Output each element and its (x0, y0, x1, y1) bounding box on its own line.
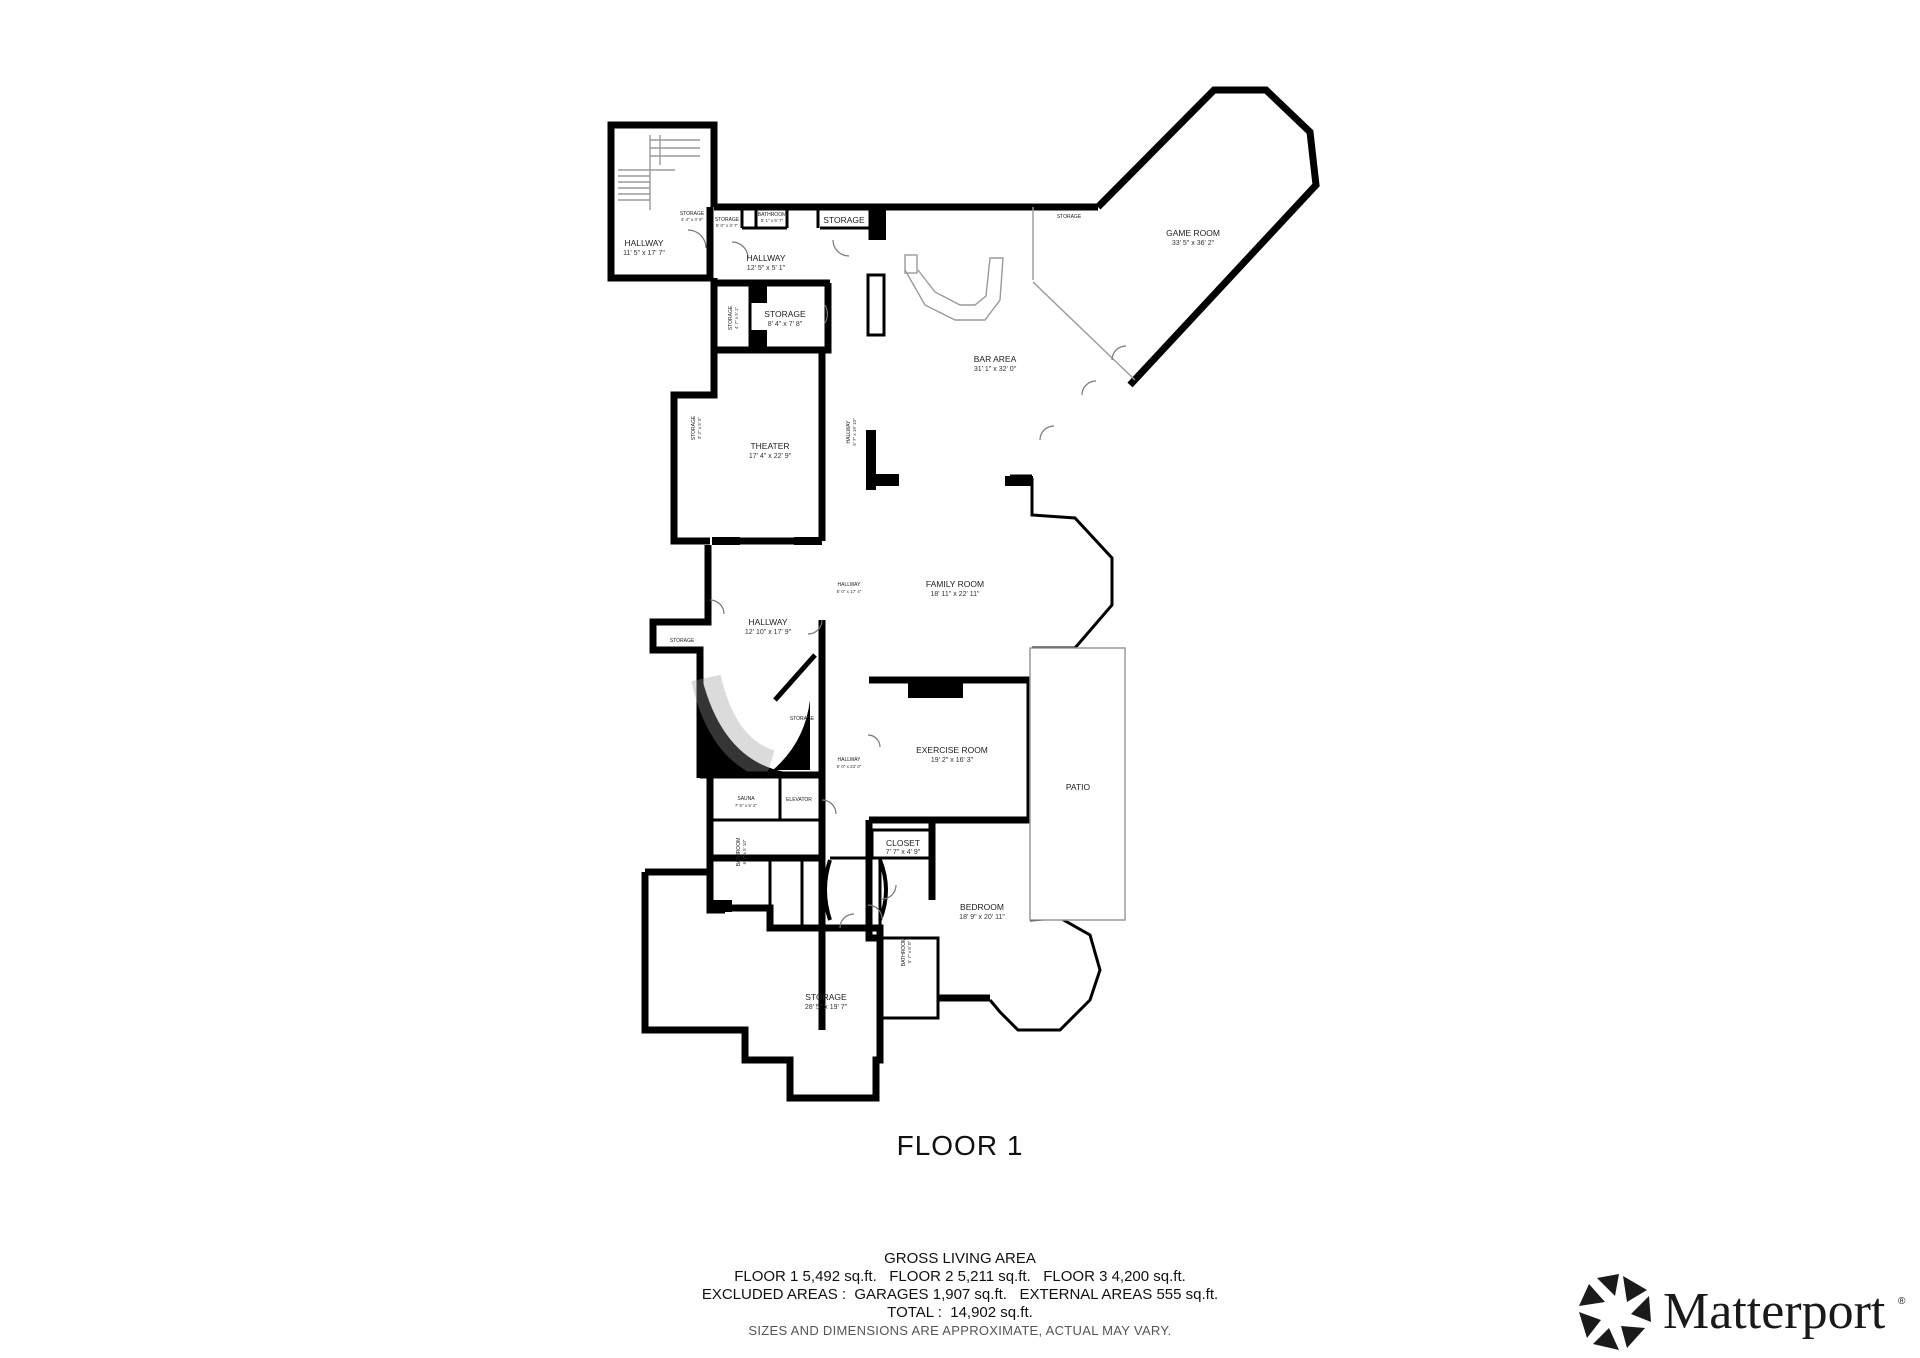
room-labels: HALLWAY 11' 5" x 17' 7" HALLWAY 12' 5" x… (623, 211, 1220, 1011)
room-dims-bathroom-top: 5' 1" x 5' 7" (761, 218, 784, 223)
room-label-theater: THEATER (750, 441, 789, 451)
room-label-bathroom-top: BATHROOM (758, 212, 787, 218)
room-label-storage-top: STORAGE (823, 215, 865, 225)
room-label-hallway-mid: HALLWAY (838, 582, 862, 588)
summary-note: SIZES AND DIMENSIONS ARE APPROXIMATE, AC… (748, 1323, 1172, 1338)
room-dims-hallway-nw: 11' 5" x 17' 7" (623, 250, 665, 257)
room-dims-family-room: 18' 11" x 22' 11" (930, 591, 980, 598)
room-dims-exercise-room: 19' 2" x 16' 3" (931, 757, 974, 764)
room-label-storage-mid: STORAGE (764, 309, 806, 319)
matterport-logo-icon (1579, 1274, 1651, 1350)
room-label-patio: PATIO (1066, 782, 1091, 792)
room-label-closet: CLOSET (886, 838, 920, 848)
brand: Matterport ® (1575, 1272, 1915, 1352)
room-label-hallway-lower: HALLWAY (838, 757, 862, 763)
room-dims-bedroom: 18' 9" x 20' 11" (959, 914, 1005, 921)
room-dims-storage-mid: 8' 4" x 7' 8" (768, 321, 803, 328)
room-dims-hallway-lower: 5' 0" x 23' 0" (837, 764, 862, 769)
stairs-nw (618, 135, 700, 210)
fixtures (618, 135, 1033, 912)
room-dims-storage-theater: 3' 2" x 5' 5" (697, 417, 702, 440)
room-label-storage-theater: STORAGE (691, 415, 697, 440)
room-dims-bar-area: 31' 1" x 32' 0" (974, 366, 1017, 373)
doors (687, 229, 1127, 929)
floor-title: FLOOR 1 (896, 1130, 1024, 1161)
room-label-hallway-west: HALLWAY (748, 617, 787, 627)
room-dims-sauna: 7' 5" x 5' 2" (735, 803, 758, 808)
brand-trademark: ® (1898, 1296, 1906, 1307)
room-dims-bathroom-bed: 5' 7" x 6' 0" (907, 941, 912, 964)
room-label-storage-small-1: STORAGE (680, 211, 705, 217)
room-dims-game-room: 33' 5" x 36' 2" (1172, 240, 1215, 247)
area-summary: GROSS LIVING AREA FLOOR 1 5,492 sq.ft. F… (560, 1250, 1360, 1340)
summary-total: TOTAL : 14,902 sq.ft. (887, 1304, 1033, 1321)
summary-heading: GROSS LIVING AREA (884, 1250, 1036, 1267)
room-label-bar-area: BAR AREA (974, 354, 1017, 364)
room-label-hallway-nw: HALLWAY (624, 238, 663, 248)
room-dims-storage-small-2: 5' 0" x 3' 7" (716, 223, 739, 228)
room-dims-hallway-west: 12' 10" x 17' 9" (745, 629, 792, 636)
room-dims-hallway-vert: 5' 7" x 19' 10" (852, 418, 857, 446)
room-label-storage-small-2: STORAGE (715, 217, 740, 223)
room-label-bedroom: BEDROOM (960, 902, 1004, 912)
room-label-storage-game: STORAGE (1057, 214, 1082, 220)
room-label-storage-west: STORAGE (670, 638, 695, 644)
room-dims-storage-big: 28' 5" x 19' 7" (805, 1004, 848, 1011)
room-label-exercise-room: EXERCISE ROOM (916, 745, 988, 755)
summary-excluded: EXCLUDED AREAS : GARAGES 1,907 sq.ft. EX… (701, 1286, 1219, 1303)
room-label-storage-stair: STORAGE (790, 716, 815, 722)
room-label-storage-vert: STORAGE (728, 305, 734, 330)
room-dims-bathroom-lower: 6' 7" x 5' 10" (742, 839, 747, 864)
room-label-game-room: GAME ROOM (1166, 228, 1220, 238)
room-label-storage-big: STORAGE (805, 992, 847, 1002)
room-dims-storage-vert: 4' 7" x 5' 1" (734, 307, 739, 330)
room-label-elevator: ELEVATOR (786, 797, 812, 803)
room-dims-closet: 7' 7" x 4' 9" (886, 849, 921, 856)
room-label-family-room: FAMILY ROOM (926, 579, 984, 589)
brand-name: Matterport (1663, 1283, 1886, 1340)
room-label-hallway-vert: HALLWAY (846, 420, 852, 444)
room-label-hallway-top: HALLWAY (746, 253, 785, 263)
room-dims-hallway-top: 12' 5" x 5' 1" (747, 265, 786, 272)
room-dims-storage-small-1: 4' 4" x 4' 9" (681, 217, 704, 222)
room-label-bathroom-bed: BATHROOM (901, 938, 907, 967)
room-dims-theater: 17' 4" x 22' 9" (749, 453, 792, 460)
room-label-sauna: SAUNA (737, 796, 755, 802)
room-label-bathroom-lower: BATHROOM (736, 838, 742, 867)
summary-floors: FLOOR 1 5,492 sq.ft. FLOOR 2 5,211 sq.ft… (734, 1268, 1186, 1285)
room-dims-hallway-mid: 5' 0" x 17' 4" (837, 589, 862, 594)
